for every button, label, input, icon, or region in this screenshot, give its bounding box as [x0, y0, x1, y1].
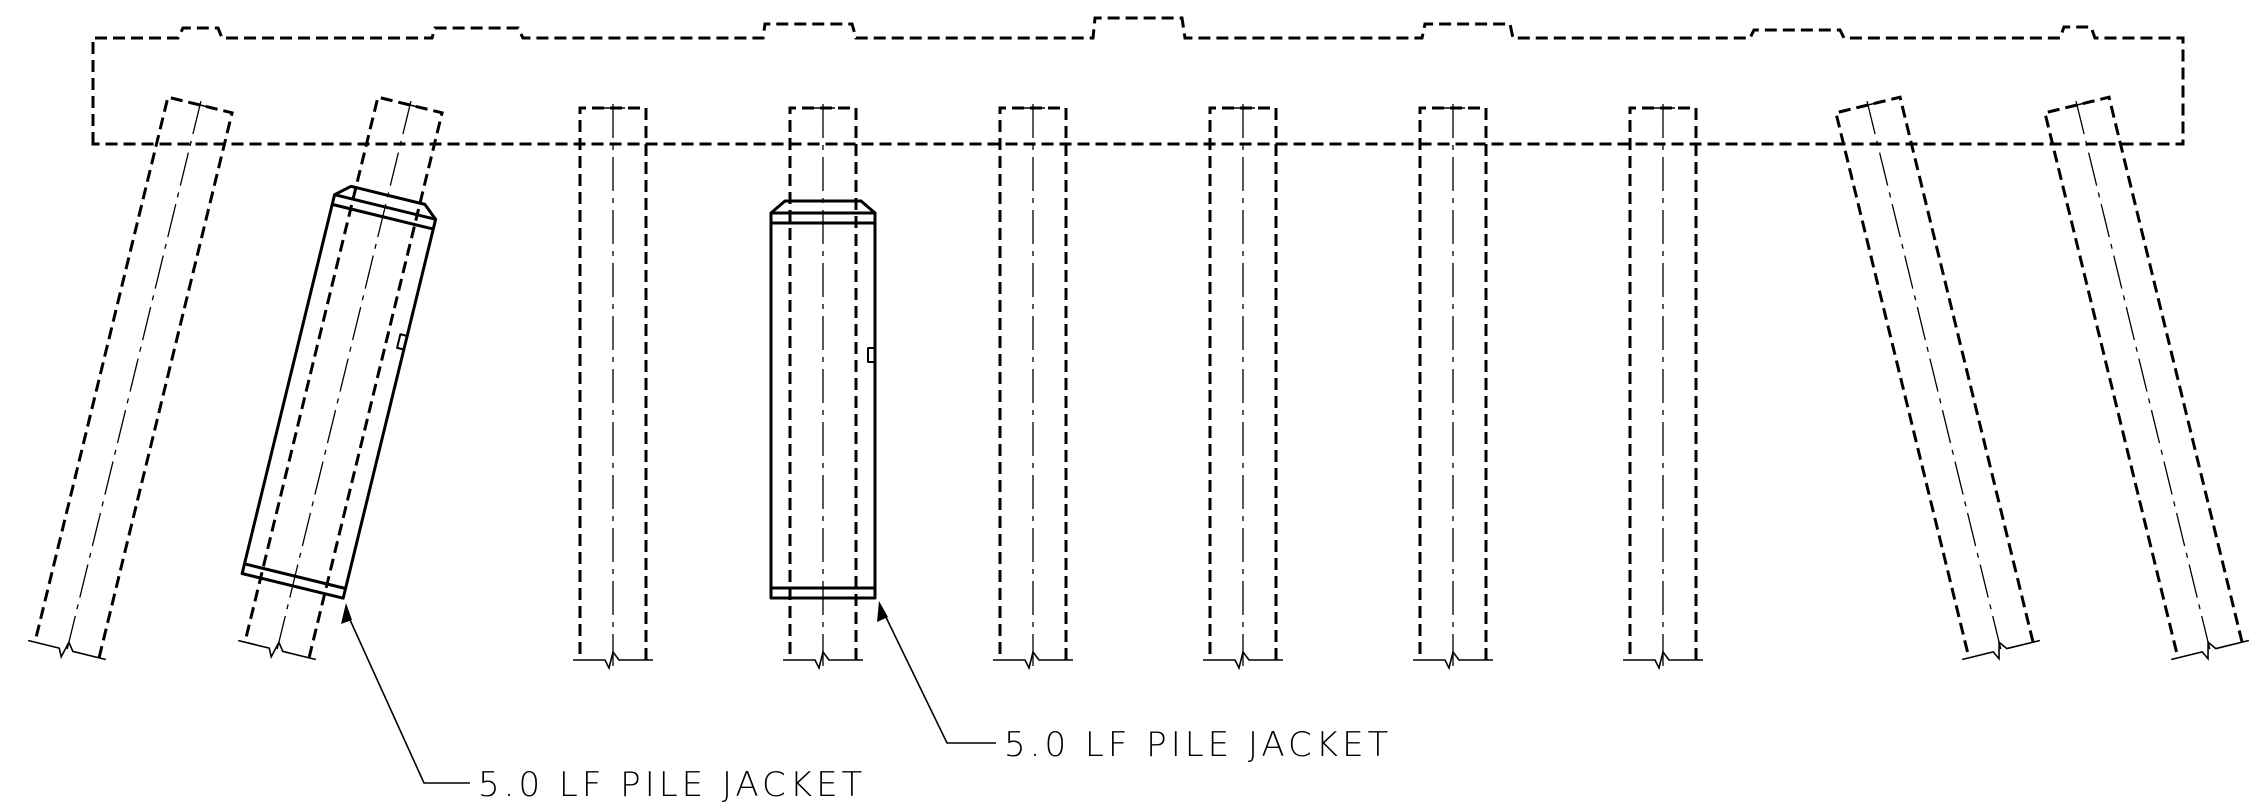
- callout-pile-jacket-2: 5.0 LF PILE JACKET: [877, 601, 1392, 765]
- pile-8: [1623, 104, 1703, 671]
- pile-2: [237, 95, 444, 661]
- piles: [27, 95, 2250, 671]
- pile-break-symbol: [1413, 650, 1493, 671]
- callout-label: 5.0 LF PILE JACKET: [478, 765, 866, 805]
- pile-break-symbol: [573, 650, 653, 671]
- pile-break-symbol: [1203, 650, 1283, 671]
- leader-line: [345, 610, 470, 784]
- jacket-body: [769, 211, 877, 600]
- pile-top-mark: [2065, 101, 2089, 109]
- leader-arrowhead: [877, 601, 888, 622]
- pile-cap-outline: [91, 16, 2185, 146]
- pile-break-symbol: [1623, 650, 1703, 671]
- jacket-top-band: [331, 202, 434, 231]
- pile-9: [1834, 95, 2041, 661]
- pile-outline: [2043, 95, 2244, 659]
- jacket-body: [240, 193, 438, 600]
- pile-centerline: [2075, 100, 2213, 656]
- pile-break-symbol: [237, 639, 317, 661]
- pile-top-mark: [188, 101, 212, 109]
- pile-jackets: [240, 184, 877, 600]
- pile-break-symbol: [783, 650, 863, 671]
- leader-arrowhead: [341, 603, 352, 624]
- pile-6: [1203, 104, 1283, 671]
- pile-outline: [243, 95, 444, 659]
- pile-centerline: [1866, 100, 2004, 656]
- pile-top-mark: [1856, 101, 1880, 109]
- pile-break-symbol: [2170, 639, 2250, 661]
- pile-jacket-1: [240, 184, 438, 600]
- pile-7: [1413, 104, 1493, 671]
- pile-5: [993, 104, 1073, 671]
- pile-1: [27, 95, 234, 661]
- jacket-bottom-band: [244, 562, 346, 590]
- jacket-top-bevel: [333, 184, 437, 221]
- pile-centerline: [274, 100, 412, 656]
- pile-jacket-2: [769, 199, 877, 600]
- jacket-top-bevel: [770, 199, 876, 215]
- pile-3: [573, 104, 653, 671]
- callout-label: 5.0 LF PILE JACKET: [1004, 725, 1392, 765]
- pile-outline: [1834, 95, 2035, 659]
- pile-4: [783, 104, 863, 671]
- leader-line: [881, 608, 996, 744]
- pile-outline: [33, 95, 234, 659]
- jacket-clip: [867, 347, 875, 363]
- callout-pile-jacket-1: 5.0 LF PILE JACKET: [341, 603, 866, 805]
- pile-break-symbol: [993, 650, 1073, 671]
- jacket-clip: [396, 333, 408, 351]
- pile-10: [2043, 95, 2250, 661]
- pile-break-symbol: [1961, 639, 2041, 661]
- pile-centerline: [64, 100, 202, 656]
- pile-break-symbol: [27, 639, 107, 661]
- pile-top-mark: [398, 101, 422, 109]
